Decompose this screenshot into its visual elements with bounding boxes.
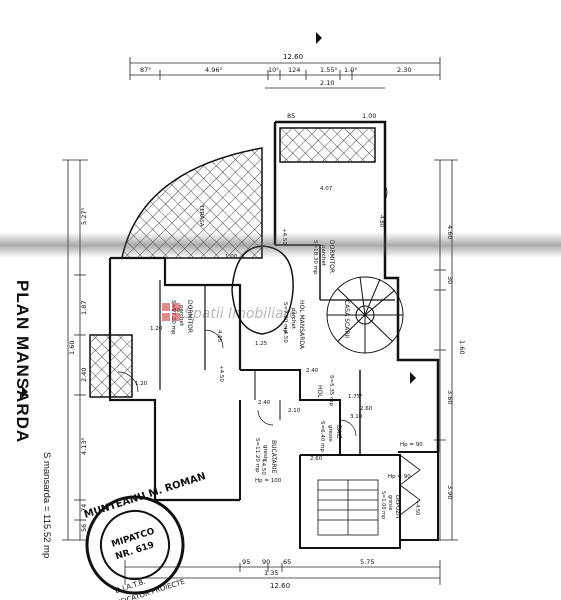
room-name: DORMITOR	[186, 300, 193, 333]
room-level: +4.50	[414, 500, 420, 515]
dim-right-4: 3.60	[446, 390, 454, 404]
dim-inner: 2.10	[288, 408, 301, 414]
dim-inner: Hp = 90	[400, 442, 423, 448]
dim-inner: 2.40	[258, 400, 271, 406]
dim-bottom-seg-3: 65	[283, 558, 291, 566]
dim-inner: 4.65	[216, 330, 222, 343]
room-code: gresie	[387, 495, 393, 510]
room-level: +4.50	[218, 365, 224, 382]
room-casa-scarii: CASA SCARII	[343, 300, 350, 338]
room-area: S=1.00 mp	[380, 491, 386, 519]
room-name: BUCATARIE	[270, 440, 277, 474]
dim-left-2: 1.87	[80, 301, 88, 315]
room-area: S=6.40 mp	[319, 421, 325, 452]
dim-inner: 2.60	[360, 406, 373, 412]
room-hol: HOL S=5.35 mp	[316, 375, 334, 406]
side-dimension-lines	[62, 159, 458, 541]
top-dimension-lines	[129, 57, 441, 89]
dim-inner: 4.80	[378, 215, 384, 228]
dim-top-total: 12.60	[283, 53, 303, 61]
room-baie: BAIE gresie S=6.40 mp	[319, 421, 342, 452]
dim-inner: 4.07	[320, 186, 333, 192]
room-area: S=11.20 mp	[254, 438, 260, 473]
room-area: S=7.90 mp	[282, 302, 288, 333]
verifier-stamp: MUNTEANU M. ROMAN MIPATCO NR. 619 VERIFI…	[83, 471, 207, 600]
room-hol-mansarda: HOL MANSARDA parchet S=7.90 mp	[282, 300, 305, 350]
dim-inner: Hp = 100	[255, 478, 282, 484]
dim-top-seg-6: 1.0⁵	[344, 66, 357, 74]
dim-bottom-total: 12.60	[270, 582, 290, 590]
dim-bottom-seg-4: 5.75	[360, 558, 374, 566]
room-level: +4.50	[260, 458, 266, 475]
dim-inner: 2.40	[306, 368, 319, 374]
spiral-staircase	[326, 276, 404, 354]
dim-top-inner-2: 1.00	[362, 112, 376, 120]
service-stair	[317, 454, 421, 536]
dim-top-seg-3: 10⁵	[268, 66, 279, 74]
room-bucatarie: BUCATARIE gresie S=11.20 mp	[254, 438, 277, 474]
dim-left-6: 74	[80, 504, 88, 512]
room-code: parchet	[290, 308, 296, 330]
area-note: S mansarda = 115.52 mp	[41, 452, 52, 559]
north-arrow-icon	[22, 32, 416, 398]
dim-bottom-seg-2: 90	[262, 558, 270, 566]
dim-right-5: 3.90	[446, 485, 454, 499]
dim-bottom-seg-1: 95	[242, 558, 250, 566]
dim-inner: 2.60	[310, 456, 323, 462]
room-code: gresie	[262, 445, 268, 462]
room-name: BAIE	[335, 425, 342, 439]
dim-inner: 1.75⁵	[348, 393, 362, 400]
room-name: HOL MANSARDA	[298, 300, 305, 350]
dim-top-seg-1: 87⁵	[140, 66, 151, 74]
dim-inner: Hp = 90	[388, 474, 411, 480]
dim-inner: 1.20	[150, 326, 163, 332]
dim-right-2: 30	[446, 276, 454, 284]
dim-bottom-sub: 1.35	[264, 569, 278, 577]
room-level: +4.50	[282, 326, 288, 343]
dim-left-5: 4.13⁵	[80, 438, 88, 455]
room-name: DEPOZIT	[394, 495, 400, 520]
watermark-logo	[162, 303, 180, 321]
watermark-text: Spatii Imobiliare	[184, 306, 298, 322]
dim-left-3: 1.60	[68, 341, 76, 355]
dim-top-seg-4: 124	[288, 66, 300, 74]
room-depozit: DEPOZIT gresie S=1.00 mp	[380, 491, 400, 520]
dim-inner: 3.10	[350, 414, 363, 420]
dim-top-seg-5: 1.55⁵	[320, 66, 337, 74]
dim-top-inner-1: 85	[287, 112, 295, 120]
room-code: parchet	[178, 305, 184, 327]
dim-left-7: 56	[80, 524, 88, 532]
room-terasa: TERASA	[198, 204, 204, 227]
dim-right-3: 1.60	[458, 340, 466, 354]
dim-inner: 1.25	[255, 341, 268, 347]
scan-smudge	[0, 232, 561, 258]
dim-top-seg-2: 4.96⁵	[205, 66, 222, 74]
door-swings	[117, 184, 388, 437]
room-name: HOL	[316, 385, 323, 398]
dim-left-1: 5.27⁵	[80, 208, 88, 225]
dim-top-seg-7: 2.30	[397, 66, 411, 74]
dim-left-4: 2.40	[80, 368, 88, 382]
walls	[108, 120, 440, 549]
dim-top-sub: 2.10	[320, 79, 334, 87]
plan-title: PLAN MANSARDA	[13, 280, 32, 444]
room-code: gresie	[327, 425, 333, 442]
dim-inner: 1.20	[135, 381, 148, 387]
room-area: S=5.35 mp	[328, 375, 334, 406]
